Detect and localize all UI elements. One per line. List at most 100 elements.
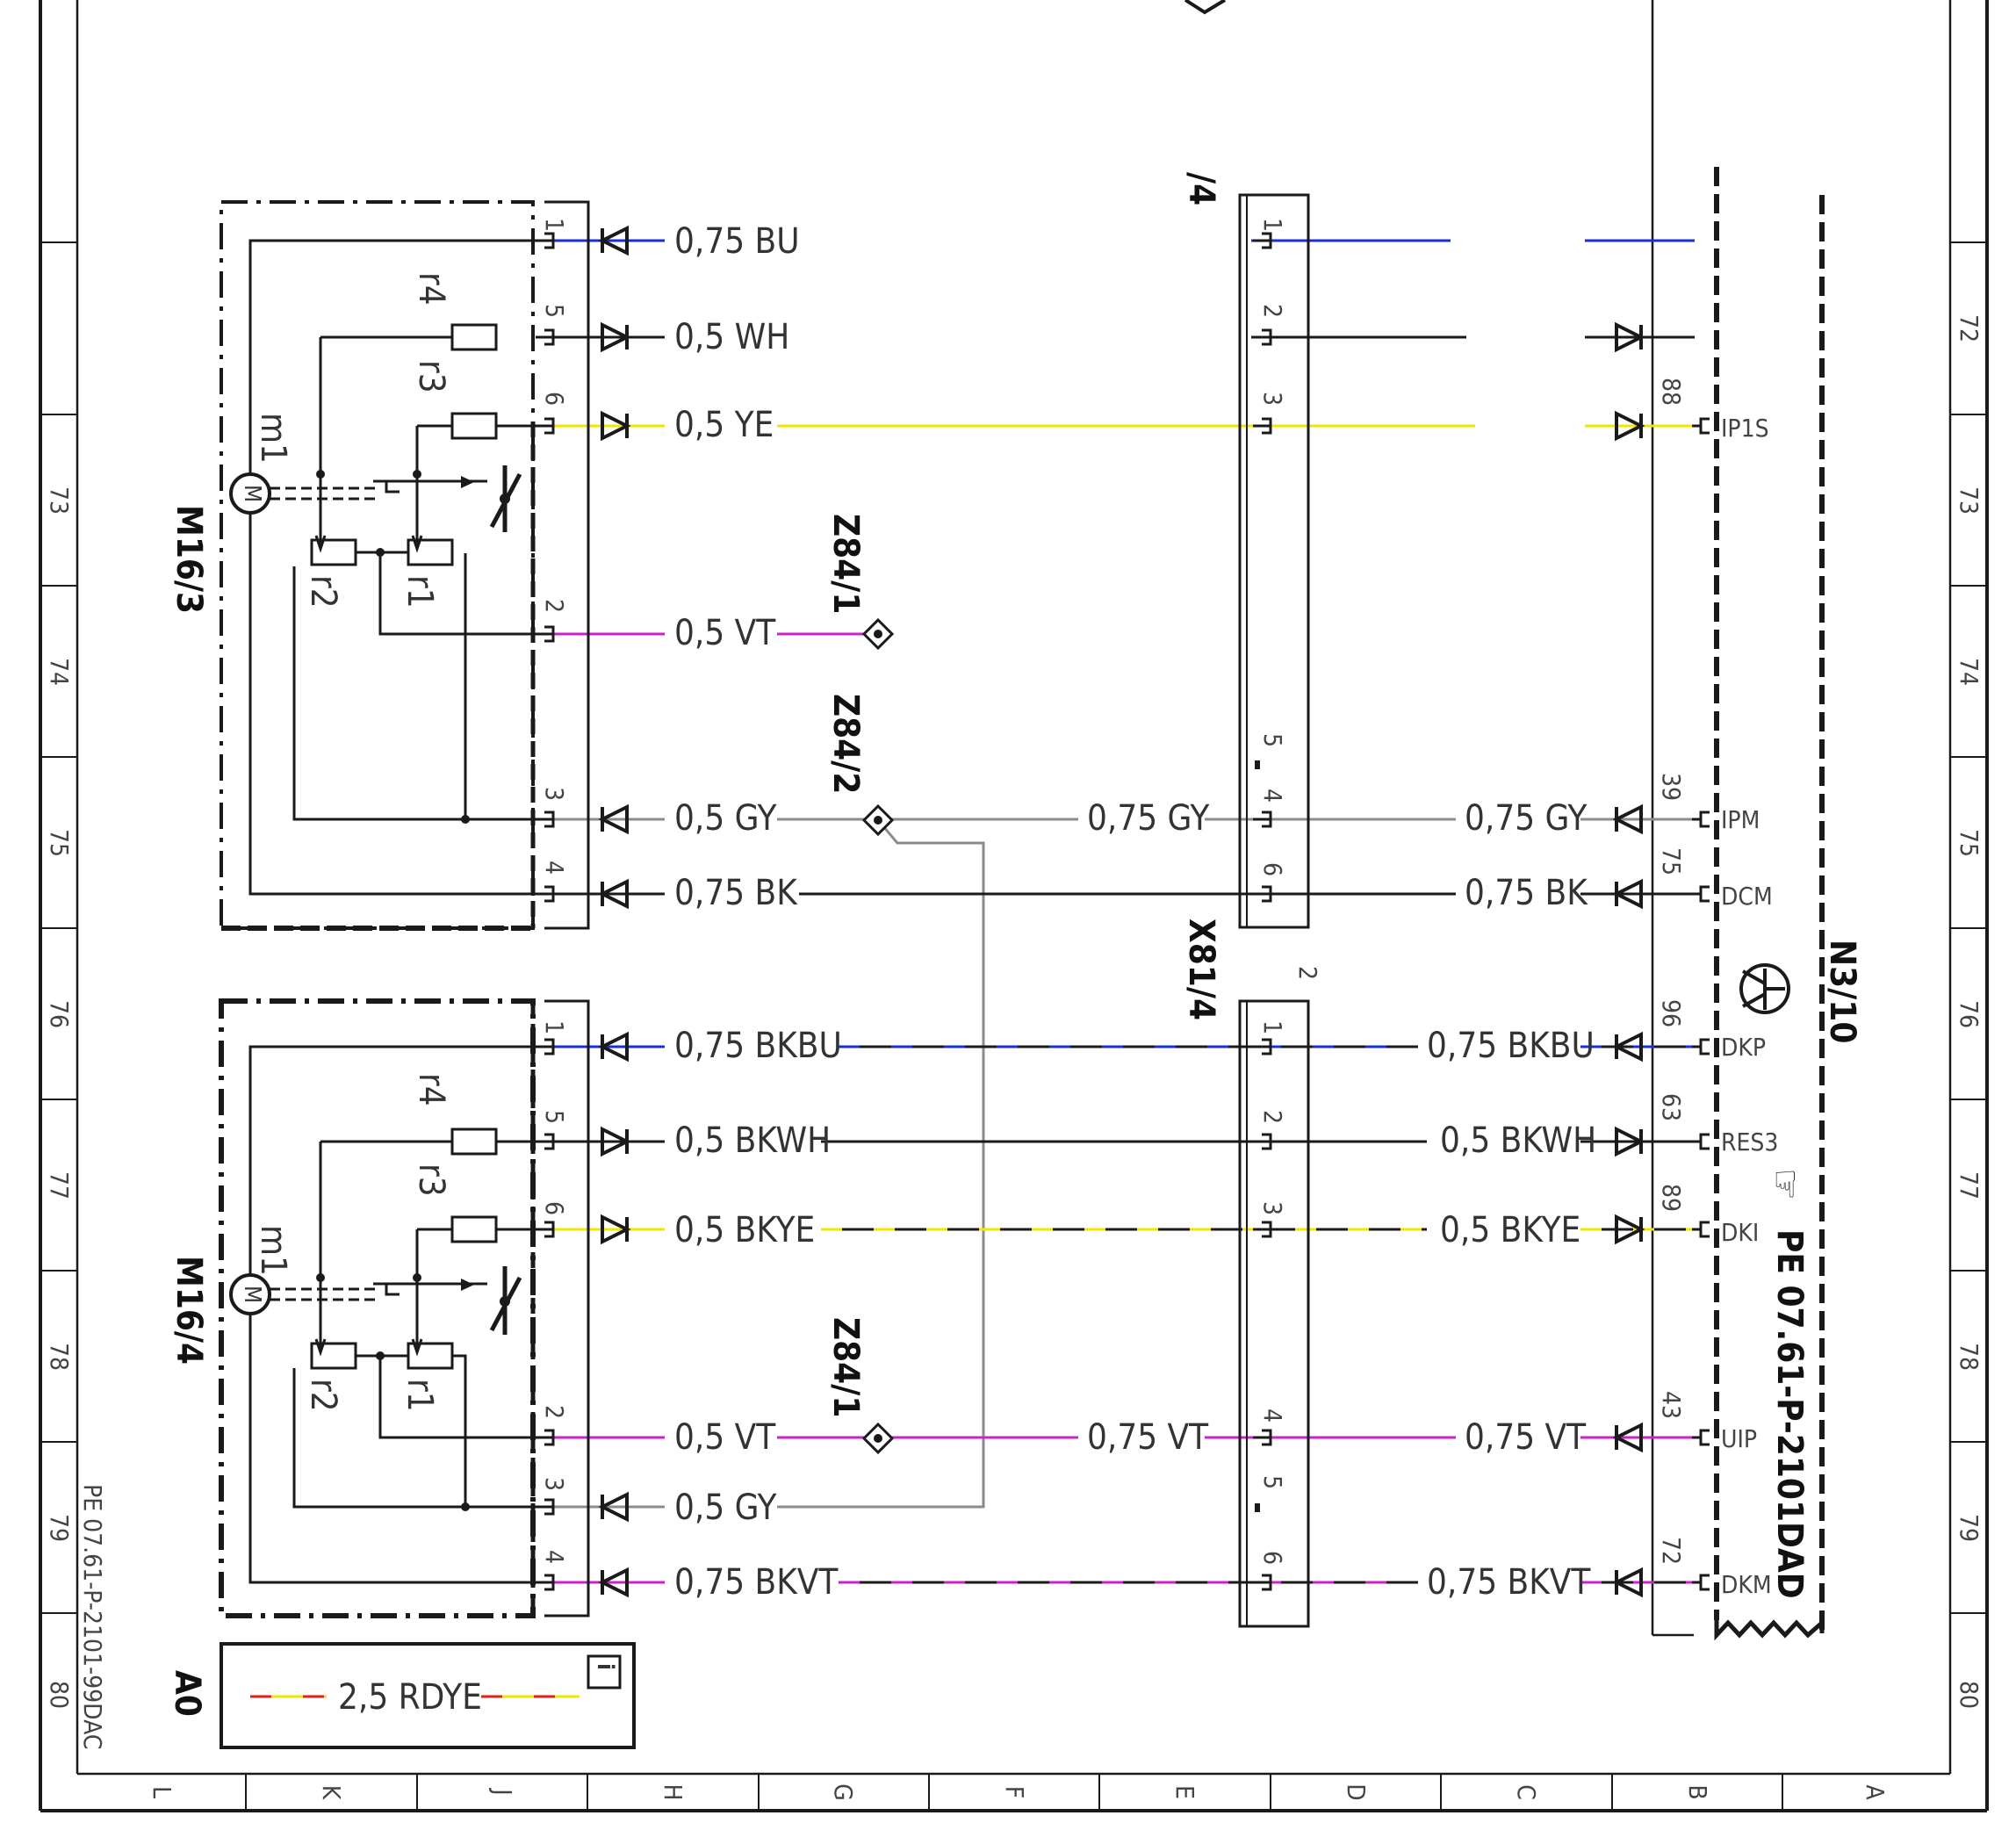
wire-label: 0,5 WH [674, 317, 789, 357]
resistor-r3-label: r3 [411, 360, 451, 393]
pin-stub [1699, 1574, 1710, 1591]
row-label: 79 [45, 1514, 74, 1542]
module-pin-numbers: 1 5 6 2 3 4 1 5 6 2 3 4 [540, 218, 569, 1564]
signal-name: DCM [1721, 882, 1773, 911]
pin-number: 3 [540, 787, 569, 801]
wire-label: 0,5 BKYE [674, 1210, 815, 1250]
pin-number: 4 [1258, 789, 1287, 803]
pin-stub [1699, 811, 1710, 828]
drawing-frame [39, 0, 1989, 1812]
pin-number: 5 [1258, 1475, 1287, 1489]
wire-label: 0,75 BKVT [674, 1562, 839, 1603]
reference-label: PE 07.61-P-2101DAD [1769, 1229, 1810, 1599]
motor-label: m1 [253, 1225, 293, 1276]
column-label: C [1512, 1784, 1541, 1800]
pin-number: 6 [540, 392, 569, 406]
column-label: L [148, 1786, 176, 1798]
connector-x81-4: 1 2 3 5 4 6 1 2 3 4 5 6 2 /4 X81/4 [1181, 172, 1322, 1628]
pin-number: 2 [1258, 1110, 1287, 1124]
row-label: 74 [1955, 658, 1984, 686]
wire-label: 0,75 BK [1465, 873, 1588, 913]
pin-number: 6 [1258, 862, 1287, 876]
resistor-r1-label: r1 [400, 575, 440, 609]
column-label: J [488, 1787, 517, 1795]
wire-label: 0,5 BKWH [674, 1120, 831, 1161]
signal-name: DKM [1721, 1570, 1772, 1599]
row-label: 76 [1955, 1000, 1984, 1028]
row-label: 73 [45, 486, 74, 515]
pin-number: 63 [1657, 1093, 1686, 1121]
row-label: 79 [1955, 1514, 1984, 1542]
pin-number: 2 [540, 599, 569, 613]
wire-layer [553, 239, 1695, 1584]
wire-arrow-icon [1612, 1567, 1643, 1598]
row-label: 76 [45, 1000, 74, 1028]
info-icon: i [592, 1663, 618, 1670]
wire-label: 0,75 GY [1465, 798, 1588, 839]
row-label: 75 [1955, 829, 1984, 857]
row-label: 78 [45, 1343, 74, 1371]
pin-number: 2 [1258, 304, 1287, 318]
wire-label: 0,75 BKVT [1427, 1562, 1591, 1603]
pin-number: 5 [540, 304, 569, 318]
wire-label: 0,75 BU [674, 221, 800, 262]
wire-label: 0,5 YE [674, 405, 774, 445]
wire-arrow-icon [601, 1126, 631, 1157]
motor-glyph: M [239, 1286, 265, 1303]
column-label: K [317, 1785, 346, 1801]
pin-number: 3 [1258, 392, 1287, 406]
signal-name: IP1S [1721, 414, 1769, 443]
splice-diamond-icon [861, 803, 895, 837]
pin-number: 75 [1657, 847, 1686, 875]
top-partial-arrow [1184, 0, 1227, 15]
pin-number: 72 [1657, 1537, 1686, 1565]
pin-number: 1 [540, 218, 569, 232]
wire-arrow-icon [598, 1491, 629, 1523]
row-label: 74 [45, 658, 74, 686]
control-unit-label: N3/10 [1822, 940, 1862, 1043]
pin-number: 89 [1657, 1184, 1686, 1212]
column-label: D [1342, 1783, 1371, 1800]
column-label: A [1861, 1784, 1890, 1800]
hand-pointer-icon: ☞ [1762, 1168, 1810, 1200]
wire-label: 0,75 BK [674, 873, 798, 913]
resistor-r2-label: r2 [303, 1379, 343, 1412]
signal-name: DKP [1721, 1033, 1766, 1062]
pin-number: 2 [540, 1405, 569, 1419]
pin-number: 3 [540, 1477, 569, 1491]
row-labels-left: 73 74 75 76 77 78 79 80 [45, 486, 74, 1709]
pin-number: 4 [1258, 1409, 1287, 1423]
signal-name: IPM [1721, 805, 1760, 834]
wire-arrow-icon [1612, 1422, 1643, 1453]
resistor-r1-label: r1 [400, 1379, 440, 1412]
wire-arrow-icon [601, 410, 631, 442]
pin-number: 6 [1258, 1551, 1287, 1565]
wire-arrow-icon [1612, 803, 1643, 835]
pin-number: 88 [1657, 378, 1686, 406]
connector-label: /4 [1181, 172, 1221, 205]
wire-label: 0,5 BKYE [1440, 1210, 1580, 1250]
splice-label: Z84/1 [825, 514, 866, 614]
wire-label: 0,75 VT [1465, 1417, 1587, 1458]
wire-arrow-icon [601, 321, 631, 353]
wire-arrow-icon [1615, 1214, 1645, 1245]
wire-arrow-icon [598, 878, 629, 910]
pin-number: 1 [540, 1020, 569, 1034]
pin-stubs [536, 225, 1710, 1598]
module-label: M16/4 [169, 1256, 209, 1365]
wire-label: 0,5 GY [674, 798, 778, 839]
wire-segment [777, 819, 985, 1509]
wire-label: 0,5 GY [674, 1488, 778, 1528]
wire-arrow-icon [598, 1567, 629, 1598]
motor-label: m1 [253, 413, 293, 464]
splice-points: Z84/1 Z84/2 Z84/1 [825, 514, 895, 1455]
wire-arrow-icon [1612, 1031, 1643, 1063]
column-label: F [1000, 1786, 1029, 1799]
wire-label: 0,75 BKBU [674, 1026, 842, 1066]
pin-number: 4 [540, 861, 569, 875]
module-m16-4: M m1 r4 r3 r2 r1 M16/4 [169, 998, 590, 1618]
row-label: 75 [45, 829, 74, 857]
wire-label: 0,75 BKBU [1427, 1026, 1595, 1066]
row-label: 77 [45, 1171, 74, 1200]
pin-number: 4 [540, 1550, 569, 1564]
